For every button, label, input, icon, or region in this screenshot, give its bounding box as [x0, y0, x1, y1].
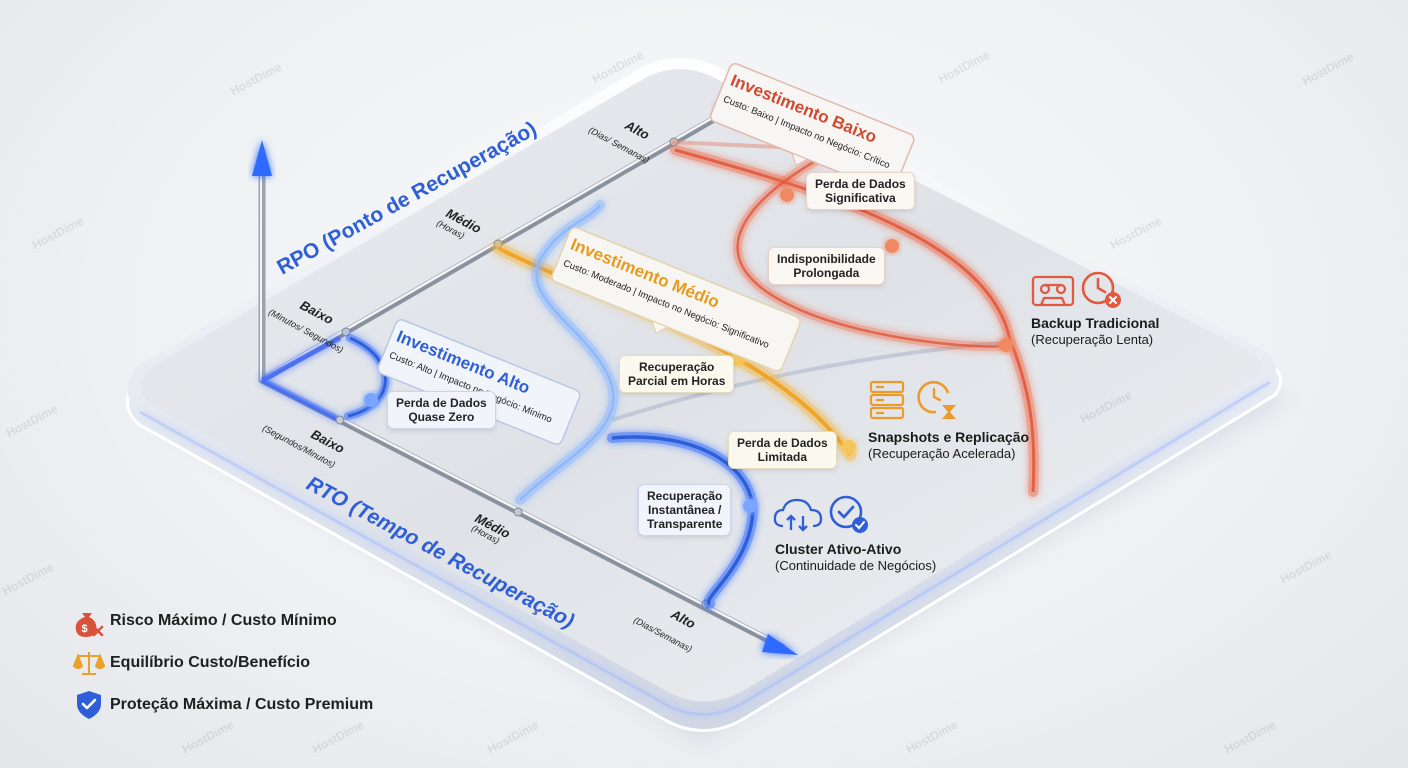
- svg-text:$: $: [82, 623, 88, 635]
- legend-label-equilibrio: Equilíbrio Custo/Benefício: [110, 654, 311, 671]
- legend-item-risco: Risco Máximo / Custo Mínimo: [70, 600, 373, 642]
- callout-indisponibilidade: Indisponibilidade Prolongada: [768, 247, 885, 285]
- money-bag-x-icon: $: [75, 613, 104, 637]
- rto-axis-arrow: [762, 634, 798, 655]
- legend-label-risco: Risco Máximo / Custo Mínimo: [110, 612, 337, 629]
- callout-perda-significativa: Perda de Dados Significativa: [806, 172, 915, 210]
- solution-backup-title: Backup Tradicional: [1031, 315, 1160, 331]
- cloud-sync-icon: [773, 498, 823, 532]
- callout-recuperacao-instantanea: Recuperação Instantânea / Transparente: [638, 484, 732, 536]
- high-node-2: [743, 499, 757, 513]
- scales-icon: [72, 652, 106, 675]
- solution-cluster-title: Cluster Ativo-Ativo: [775, 541, 902, 557]
- vertical-axis-arrow: [252, 140, 272, 176]
- low-node-2: [885, 239, 899, 253]
- legend-label-protecao: Proteção Máxima / Custo Premium: [110, 696, 374, 713]
- check-circle-icon: [829, 495, 868, 533]
- solution-backup: Backup Tradicional (Recuperação Lenta): [1031, 315, 1159, 348]
- clock-hourglass-icon: [917, 380, 956, 419]
- callout-recuperacao-parcial: Recuperação Parcial em Horas: [619, 355, 735, 393]
- legend-item-equilibrio: Equilíbrio Custo/Benefício: [70, 642, 373, 684]
- solution-backup-subtitle: (Recuperação Lenta): [1031, 332, 1154, 347]
- high-node-1: [364, 393, 378, 407]
- low-node-3: [999, 338, 1013, 352]
- rto-tick-baixo: [335, 415, 345, 425]
- legend: Risco Máximo / Custo Mínimo Equilíbrio C…: [70, 600, 373, 726]
- callout-perda-limitada: Perda de Dados Limitada: [728, 431, 837, 469]
- rpo-tick-baixo: [341, 327, 351, 337]
- legend-item-protecao: Proteção Máxima / Custo Premium: [70, 684, 373, 726]
- solution-snapshots: Snapshots e Replicação (Recuperação Acel…: [868, 429, 1029, 462]
- shield-check-icon: [77, 691, 101, 719]
- clock-x-icon: [1081, 271, 1121, 308]
- solution-cluster: Cluster Ativo-Ativo (Continuidade de Neg…: [775, 541, 936, 574]
- tape-icon: [1031, 275, 1075, 307]
- solution-snapshots-title: Snapshots e Replicação: [868, 429, 1030, 445]
- server-icon: [869, 380, 905, 420]
- solution-cluster-subtitle: (Continuidade de Negócios): [775, 558, 937, 573]
- solution-snapshots-subtitle: (Recuperação Acelerada): [868, 446, 1016, 461]
- platform-glow: [139, 380, 1271, 716]
- low-node-1: [780, 188, 794, 202]
- callout-perda-quase-zero: Perda de Dados Quase Zero: [387, 391, 496, 429]
- rto-tick-medio: [513, 507, 523, 517]
- medium-node-2: [842, 440, 856, 454]
